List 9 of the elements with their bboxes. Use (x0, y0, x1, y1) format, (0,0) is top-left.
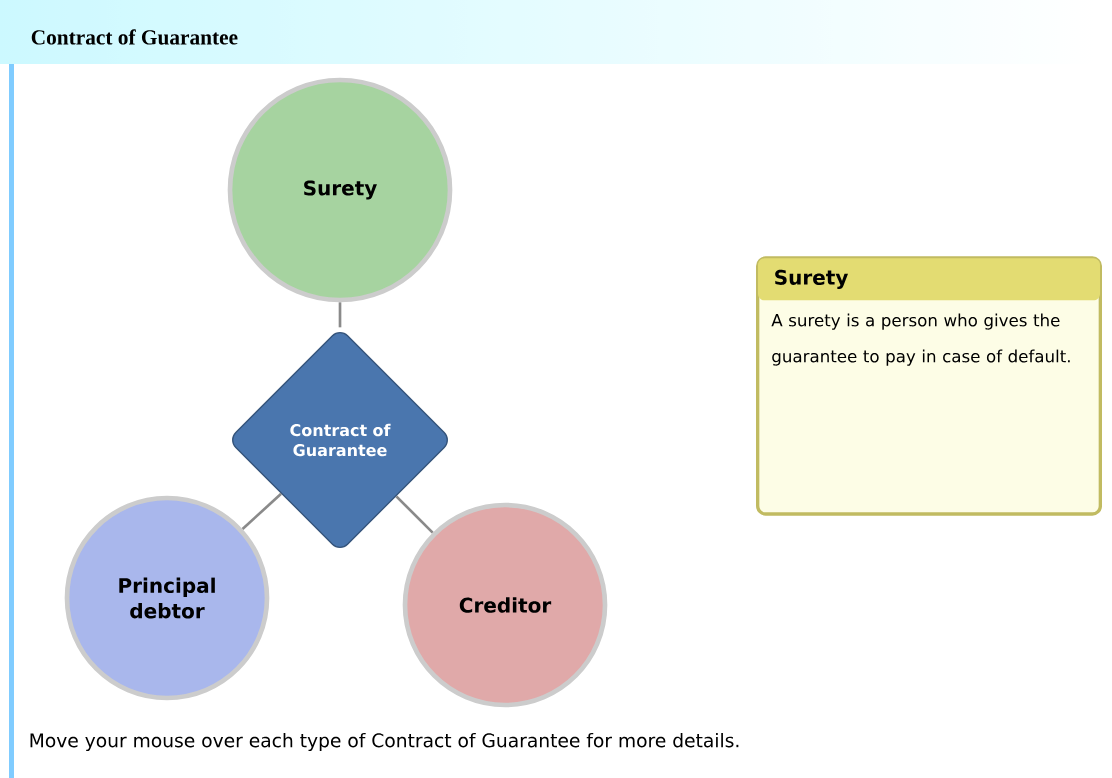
connector-line (241, 492, 282, 530)
circle-node: Principal debtor (64, 495, 270, 701)
connector-line (338, 302, 342, 328)
connector-line (395, 495, 434, 534)
caption: Move your mouse over each type of Contract of Guarantee for more details. (30, 732, 739, 752)
circle-node: Creditor (402, 502, 608, 708)
info-card: Surety A surety is a person who gives the guarantee to pay in case of default. (756, 256, 1102, 516)
circle-node: Surety (227, 77, 453, 303)
diagram-title: Contract of Guarantee (31, 29, 238, 45)
